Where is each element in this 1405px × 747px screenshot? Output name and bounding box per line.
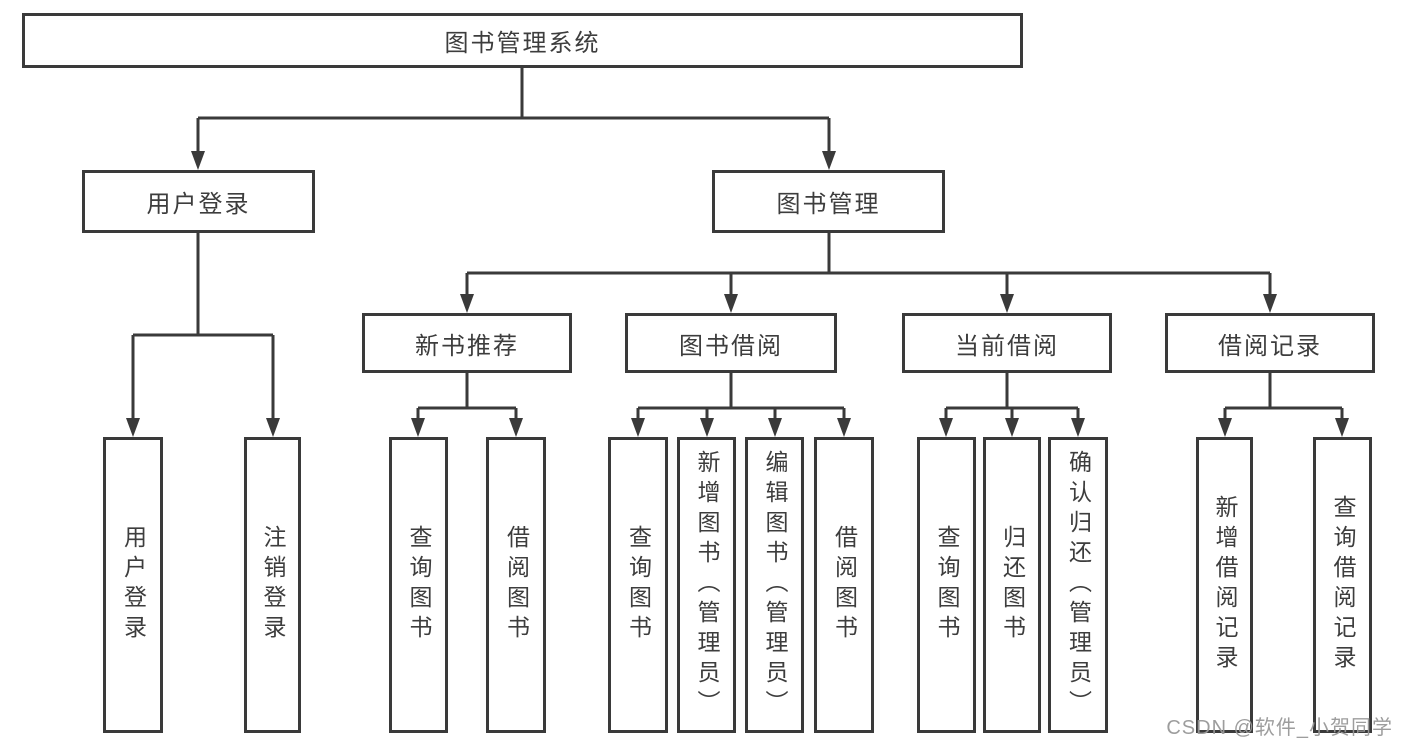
leaf-add-books-admin: 新增图书（管理员）: [677, 437, 736, 733]
leaf-logout: 注销登录: [244, 437, 301, 733]
leaf-borrow-books-recommend: 借阅图书: [486, 437, 546, 733]
node-book-management: 图书管理: [712, 170, 945, 233]
leaf-query-books-borrowing: 查询图书: [608, 437, 668, 733]
arrowhead-icon: [126, 418, 280, 437]
leaf-add-borrow-record: 新增借阅记录: [1196, 437, 1253, 733]
node-user-login: 用户登录: [82, 170, 315, 233]
leaf-query-books-current: 查询图书: [917, 437, 976, 733]
leaf-return-books: 归还图书: [983, 437, 1041, 733]
leaf-borrow-books: 借阅图书: [814, 437, 874, 733]
connector-root-to-level2: [196, 68, 831, 154]
leaf-confirm-return-admin: 确认归还（管理员）: [1048, 437, 1108, 733]
node-new-book-recommend: 新书推荐: [362, 313, 572, 373]
node-current-borrowing: 当前借阅: [902, 313, 1112, 373]
connector-bookmgmt-to-level3: [465, 233, 1272, 297]
arrowhead-icon: [411, 418, 523, 437]
arrowhead-icon: [191, 151, 836, 170]
leaf-user-login: 用户登录: [103, 437, 163, 733]
connector-borrowrecords-to-leaves: [1223, 373, 1344, 421]
connector-newbooks-to-leaves: [416, 373, 518, 421]
leaf-edit-books-admin: 编辑图书（管理员）: [745, 437, 804, 733]
csdn-watermark: CSDN @软件_小贺同学: [1166, 717, 1393, 739]
arrowhead-icon: [460, 294, 1277, 313]
arrowhead-icon: [939, 418, 1085, 437]
node-book-borrowing: 图书借阅: [625, 313, 837, 373]
node-borrowing-records: 借阅记录: [1165, 313, 1375, 373]
node-root-library-system: 图书管理系统: [22, 13, 1023, 68]
arrowhead-icon: [1218, 418, 1349, 437]
leaf-query-borrow-record: 查询借阅记录: [1313, 437, 1372, 733]
arrowhead-icon: [631, 418, 851, 437]
leaf-query-books-recommend: 查询图书: [389, 437, 448, 733]
connector-currentborrow-to-leaves: [944, 373, 1080, 421]
connector-userlogin-to-leaves: [131, 233, 275, 421]
connector-bookborrow-to-leaves: [636, 373, 846, 421]
